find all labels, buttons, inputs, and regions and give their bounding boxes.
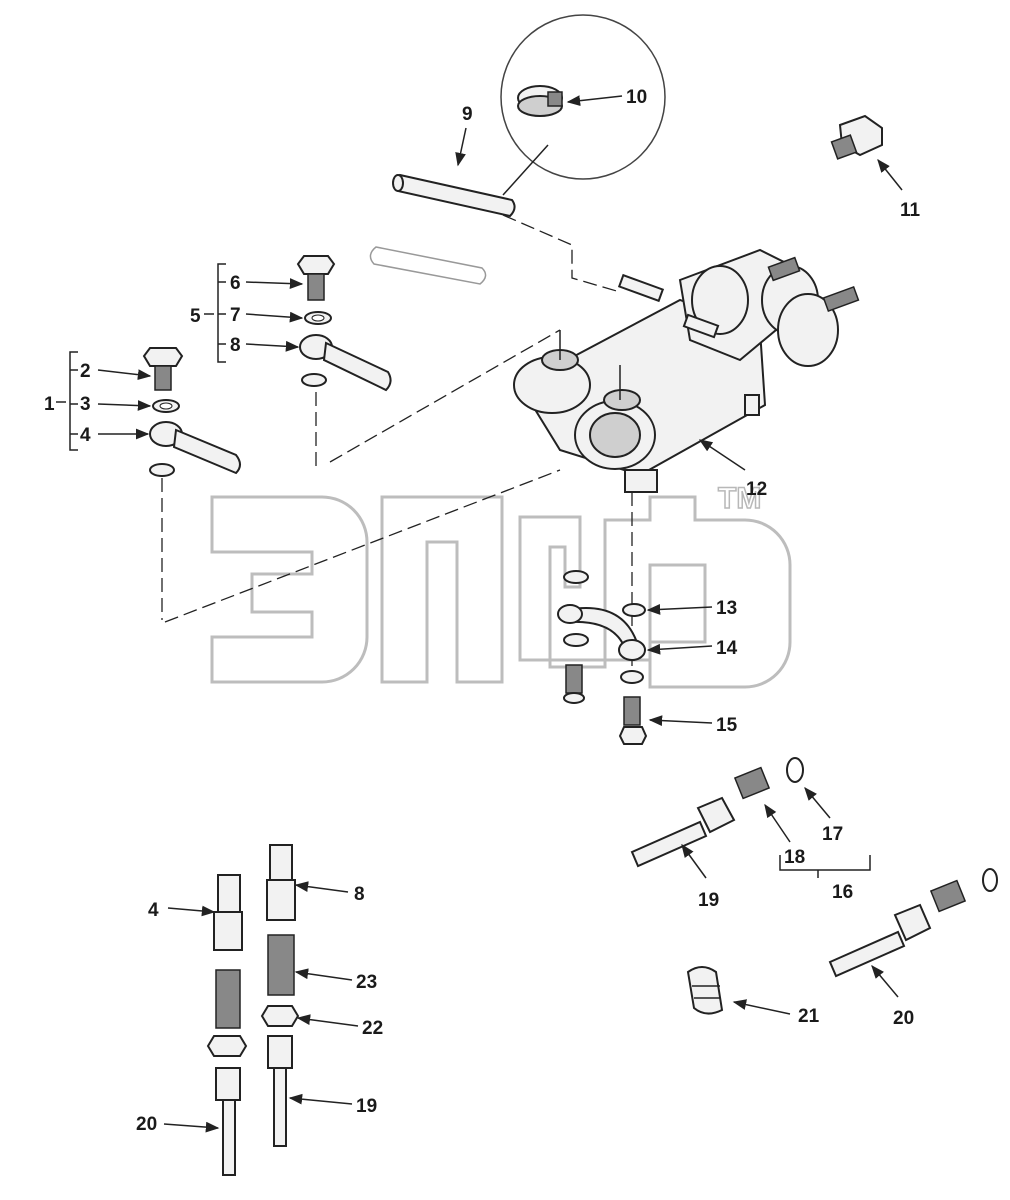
- label-8-lower: 8: [354, 884, 365, 905]
- label-23: 23: [356, 972, 377, 993]
- fitting-stack-left: [206, 874, 248, 1176]
- watermark-logo: TM: [210, 481, 792, 689]
- label-15: 15: [716, 715, 738, 736]
- label-8: 8: [230, 335, 241, 356]
- watermark-tm-text: TM: [718, 482, 761, 515]
- plug-part-11: [830, 114, 883, 160]
- banjo-assembly-group-1: [56, 347, 241, 620]
- label-14: 14: [716, 638, 738, 659]
- label-4: 4: [80, 425, 91, 446]
- label-3: 3: [80, 394, 91, 415]
- dashed-leader-hose: [502, 214, 621, 293]
- label-22: 22: [362, 1018, 383, 1039]
- dashed-leader-diag-2: [329, 329, 561, 463]
- manifold-body-12: [513, 248, 860, 680]
- tube-fitting-group-16-19: [630, 757, 871, 878]
- label-7: 7: [230, 305, 241, 326]
- label-11: 11: [900, 200, 921, 221]
- label-20-lower: 20: [136, 1114, 157, 1135]
- fitting-group-13-15: [557, 570, 648, 745]
- label-12: 12: [746, 479, 767, 500]
- label-13: 13: [716, 598, 737, 619]
- label-17: 17: [822, 824, 843, 845]
- label-19-lower: 19: [356, 1096, 377, 1117]
- leader-arrows: [97, 95, 903, 1133]
- banjo-assembly-group-5: [204, 255, 392, 470]
- part-number-labels: 1 2 3 4 5 6 7 8 9 10 11 12 13 14 15 16 1…: [44, 87, 921, 1135]
- label-20-right: 20: [893, 1008, 914, 1029]
- clamp-detail-circle: [500, 14, 666, 196]
- label-19: 19: [698, 890, 719, 911]
- fitting-stack-right: [260, 844, 300, 1147]
- label-9: 9: [462, 104, 473, 125]
- dashed-leader-diag-1: [164, 469, 561, 623]
- clip-part-21: [686, 966, 724, 1015]
- label-6: 6: [230, 273, 241, 294]
- tube-fitting-group-20: [828, 868, 998, 978]
- label-1: 1: [44, 394, 55, 415]
- label-4-lower: 4: [148, 900, 159, 921]
- hose-ghost: [369, 246, 487, 285]
- label-5: 5: [190, 306, 201, 327]
- label-18: 18: [784, 847, 805, 868]
- label-10: 10: [626, 87, 647, 108]
- label-21: 21: [798, 1006, 820, 1027]
- label-2: 2: [80, 361, 91, 382]
- hose-part-9: [392, 173, 516, 218]
- label-16: 16: [832, 882, 853, 903]
